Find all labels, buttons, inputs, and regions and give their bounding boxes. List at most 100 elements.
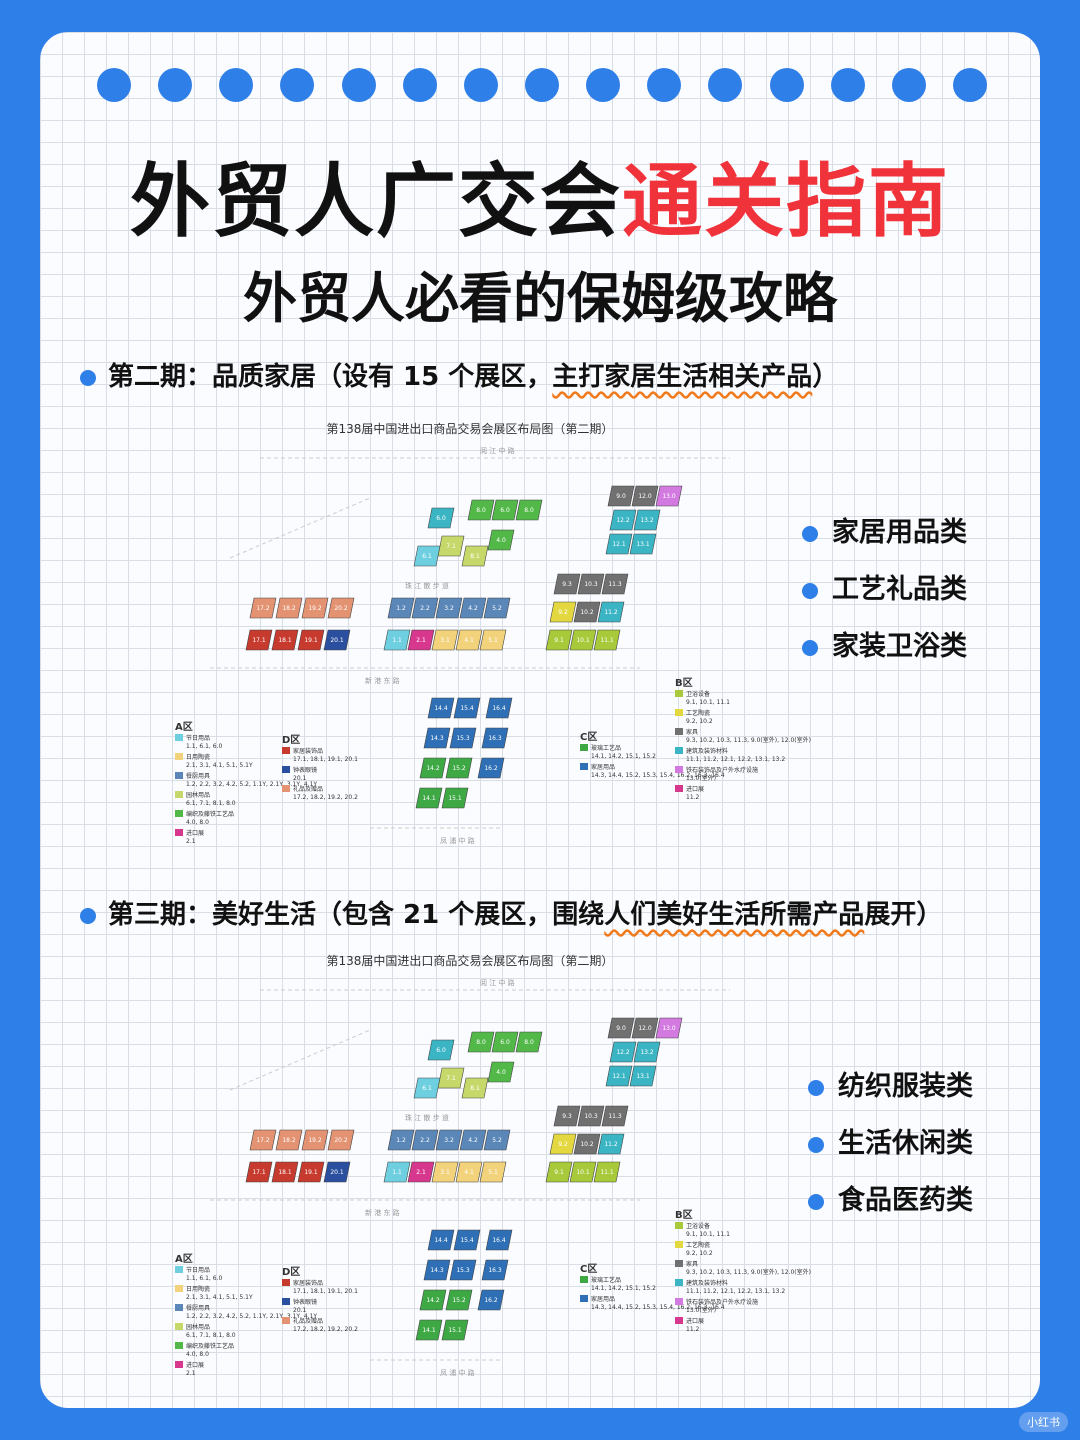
hall-label: 4.2 (468, 1137, 478, 1144)
hall-label: 9.2 (558, 1141, 568, 1148)
hall-label: 20.2 (334, 1137, 348, 1144)
hall-block: 8.0 (467, 1031, 495, 1053)
hall-label: 15.1 (448, 795, 462, 802)
legend-halls: 4.0, 8.0 (186, 1351, 209, 1358)
hall-label: 17.2 (256, 1137, 270, 1144)
hall-block: 15.3 (449, 1259, 477, 1281)
hall-block: 7.1 (437, 535, 465, 557)
dot (280, 68, 315, 102)
hall-block: 9.1 (545, 629, 573, 651)
hall-shape (435, 597, 463, 619)
legend-swatch (675, 1222, 683, 1229)
dot (524, 68, 559, 102)
hall-block: 1.1 (383, 629, 411, 651)
phase2-label: 第二期：品质家居（设有 15 个展区， (108, 362, 553, 392)
hall-block: 13.2 (633, 509, 661, 531)
hall-block: 14.2 (419, 757, 447, 779)
legend-swatch (282, 1317, 290, 1324)
page-title: 外贸人广交会通关指南 (40, 137, 1040, 253)
legend-halls: 6.1, 7.1, 8.1, 8.0 (186, 1332, 236, 1339)
hall-shape (301, 597, 329, 619)
legend-name: 建筑及装饰材料 (686, 747, 728, 755)
hall-block: 16.3 (481, 727, 509, 749)
hall-shape (453, 1229, 481, 1251)
hall-label: 13.0 (662, 1025, 676, 1032)
legend-halls: 11.1, 11.2, 12.1, 12.2, 13.1, 13.2 (686, 756, 785, 763)
hall-label: 7.1 (446, 1075, 456, 1082)
legend-name: 餐厨用具 (186, 1304, 210, 1312)
legend-halls: 13.0(室外) (686, 1306, 716, 1314)
category-label: 家居用品类 (832, 517, 967, 548)
legend-title: A区 (175, 1253, 193, 1265)
legend-name: 家居装饰品 (293, 1279, 323, 1287)
hall-label: 3.1 (440, 637, 450, 644)
hall-shape (491, 1031, 519, 1053)
hall-shape (609, 509, 637, 531)
dot (402, 68, 437, 102)
hall-block: 1.2 (387, 597, 415, 619)
hall-block: 2.2 (411, 1129, 439, 1151)
hall-label: 20.2 (334, 605, 348, 612)
hall-label: 1.2 (396, 1137, 406, 1144)
hall-label: 2.2 (420, 1137, 430, 1144)
legend-halls: 14.3, 14.4, 15.2, 15.3, 15.4, 16.2, 16.3… (591, 772, 725, 779)
hall-block: 18.2 (275, 1129, 303, 1151)
legend-name: 进口展 (186, 829, 204, 837)
dot (463, 68, 498, 102)
hall-block: 9.3 (553, 1105, 581, 1127)
hall-shape (323, 629, 351, 651)
legend-swatch (175, 1285, 183, 1292)
hall-block: 8.0 (515, 1031, 543, 1053)
hall-label: 9.1 (554, 1169, 564, 1176)
hall-shape (435, 1129, 463, 1151)
hall-shape (423, 727, 451, 749)
hall-label: 12.1 (612, 541, 626, 548)
legend-name: 家居用品 (591, 763, 615, 771)
hall-label: 2.2 (420, 605, 430, 612)
hall-block: 14.1 (415, 787, 443, 809)
hall-label: 20.1 (330, 637, 344, 644)
hall-label: 15.2 (452, 1297, 466, 1304)
bullet-icon (802, 639, 818, 656)
hall-shape (597, 1133, 625, 1155)
legend-name: 编织及藤铁工艺品 (186, 1342, 234, 1350)
hall-label: 16.4 (492, 705, 506, 712)
hall-block: 2.1 (407, 629, 435, 651)
hall-block: 6.0 (427, 507, 455, 529)
hall-label: 7.1 (446, 543, 456, 550)
hall-block: 13.0 (655, 1017, 683, 1039)
legend-halls: 1.1, 6.1, 6.0 (186, 743, 222, 750)
hall-shape (631, 1017, 659, 1039)
legend-title: C区 (580, 731, 597, 743)
hall-block: 17.2 (249, 597, 277, 619)
hall-shape (605, 533, 633, 555)
hall-shape (411, 1129, 439, 1151)
legend-swatch (580, 1295, 588, 1302)
hall-shape (461, 1077, 489, 1099)
hall-shape (431, 629, 459, 651)
hall-shape (481, 1259, 509, 1281)
legend-halls: 13.0(室外) (686, 774, 716, 782)
hall-block: 19.1 (297, 629, 325, 651)
hall-block: 3.1 (431, 629, 459, 651)
phase3-category: 食品医药类 (808, 1178, 973, 1217)
legend-halls: 2.1, 3.1, 4.1, 5.1, 5.1Y (186, 1294, 253, 1301)
hall-label: 4.2 (468, 605, 478, 612)
legend-swatch (175, 1323, 183, 1330)
hall-label: 13.2 (640, 517, 654, 524)
hall-shape (459, 1129, 487, 1151)
legend-name: 家具 (686, 728, 698, 736)
hall-block: 20.1 (323, 1161, 351, 1183)
hall-shape (415, 1319, 443, 1341)
legend-swatch (175, 810, 183, 817)
hall-block: 13.1 (629, 1065, 657, 1087)
hall-shape (605, 1065, 633, 1087)
legend-name: 建筑及装饰材料 (686, 1279, 728, 1287)
hall-label: 9.2 (558, 609, 568, 616)
legend-swatch (580, 1276, 588, 1283)
legend-name: 节日用品 (186, 1266, 210, 1274)
phase2-label-end: ） (812, 362, 839, 392)
hall-label: 19.1 (304, 637, 318, 644)
hall-label: 9.3 (562, 581, 572, 588)
